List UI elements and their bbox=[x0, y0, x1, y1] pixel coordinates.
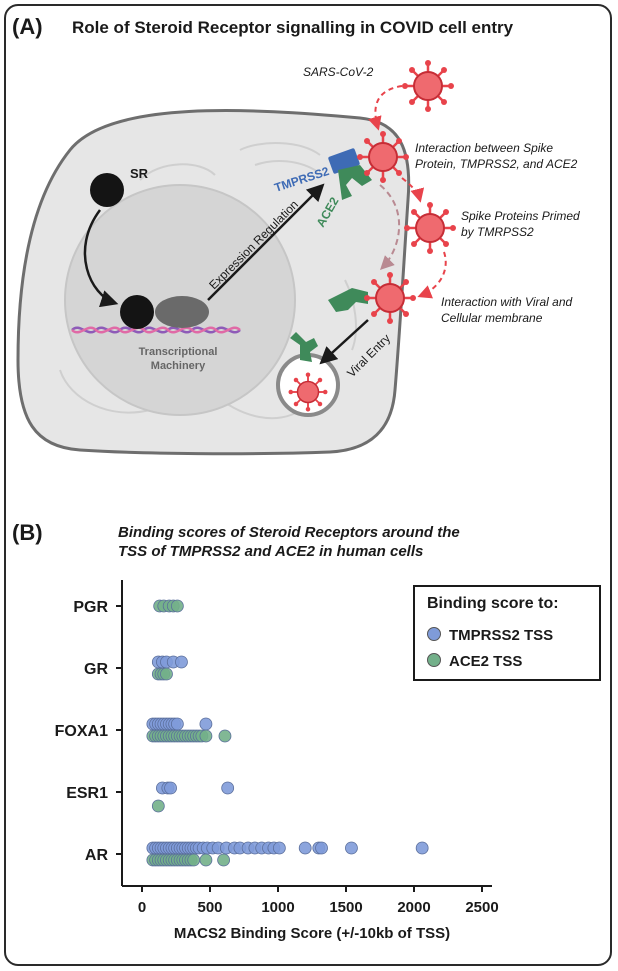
category-label-pgr: PGR bbox=[73, 599, 108, 616]
data-point-tmprss2-ar bbox=[345, 841, 358, 855]
step3-line2: Cellular membrane bbox=[441, 311, 543, 325]
data-point-tmprss2-ar bbox=[298, 841, 312, 855]
organelles bbox=[59, 142, 357, 420]
x-tick-label: 2000 bbox=[397, 899, 430, 916]
cell-entry-diagram: SR Transcriptional Machinery Expression … bbox=[16, 58, 580, 456]
panel-b-subtitle-2: TSS of TMPRSS2 and ACE2 in human cells bbox=[118, 543, 424, 560]
legend-title: Binding score to: bbox=[427, 595, 559, 612]
category-label-gr: GR bbox=[84, 661, 108, 678]
panel-b-label: (B) bbox=[12, 520, 43, 545]
data-point-tmprss2-gr bbox=[175, 655, 188, 669]
data-point-ace2-foxa1 bbox=[218, 729, 232, 743]
x-tick-label: 1000 bbox=[261, 899, 294, 916]
step3-line1: Interaction with Viral and bbox=[441, 295, 573, 309]
data-point-tmprss2-esr1 bbox=[164, 781, 177, 795]
sr-bound bbox=[120, 295, 154, 329]
category-label-ar: AR bbox=[85, 847, 109, 864]
data-point-ace2-gr bbox=[160, 667, 173, 681]
panel-a-title: Role of Steroid Receptor signalling in C… bbox=[72, 18, 514, 37]
category-label-esr1: ESR1 bbox=[66, 785, 108, 802]
dna-strand bbox=[71, 326, 241, 334]
data-point-ace2-ar bbox=[199, 853, 213, 867]
virus-primed bbox=[402, 200, 458, 256]
data-point-ace2-ar bbox=[187, 853, 201, 867]
step2-line1: Spike Proteins Primed bbox=[461, 209, 580, 223]
sars-cov-2-virus bbox=[400, 58, 456, 114]
data-point-ace2-pgr bbox=[170, 599, 184, 613]
legend-item-tmprss2: TMPRSS2 TSS bbox=[427, 627, 553, 644]
legend-label-tmprss2: TMPRSS2 TSS bbox=[449, 627, 554, 644]
machinery-label-1: Transcriptional bbox=[139, 346, 218, 358]
sr-molecule bbox=[90, 173, 124, 207]
step1-line2: Protein, TMPRSS2, and ACE2 bbox=[415, 157, 578, 171]
x-axis-label: MACS2 Binding Score (+/-10kb of TSS) bbox=[174, 925, 450, 942]
data-point-ace2-ar bbox=[217, 853, 231, 867]
data-point-tmprss2-foxa1 bbox=[170, 717, 184, 731]
data-point-ace2-esr1 bbox=[151, 799, 165, 813]
legend-swatch-tmprss2 bbox=[427, 627, 441, 641]
ace2-receptor-2 bbox=[328, 288, 368, 312]
sr-label: SR bbox=[130, 166, 149, 181]
chart-legend: Binding score to: TMPRSS2 TSS ACE2 TSS bbox=[413, 585, 601, 681]
x-tick-label: 2500 bbox=[465, 899, 498, 916]
data-point-ace2-foxa1 bbox=[199, 729, 213, 743]
data-point-tmprss2-foxa1 bbox=[199, 717, 213, 731]
transcriptional-machinery bbox=[155, 296, 209, 328]
x-tick-label: 0 bbox=[138, 899, 146, 916]
panel-a-label: (A) bbox=[12, 14, 43, 39]
data-point-tmprss2-ar bbox=[272, 841, 286, 855]
data-point-tmprss2-ar bbox=[415, 841, 429, 855]
ace2-receptor bbox=[338, 165, 372, 200]
category-label-foxa1: FOXA1 bbox=[55, 723, 108, 740]
panel-b-subtitle-1: Binding scores of Steroid Receptors arou… bbox=[118, 524, 460, 541]
step1-line1: Interaction between Spike bbox=[415, 141, 553, 155]
step2-line2: by TMRPSS2 bbox=[461, 225, 534, 239]
x-tick-label: 500 bbox=[197, 899, 222, 916]
legend-label-ace2: ACE2 TSS bbox=[449, 653, 523, 670]
data-point-tmprss2-ar bbox=[315, 841, 328, 855]
data-point-tmprss2-esr1 bbox=[221, 781, 235, 795]
legend-item-ace2: ACE2 TSS bbox=[427, 653, 522, 670]
x-tick-label: 1500 bbox=[329, 899, 362, 916]
legend-swatch-ace2 bbox=[427, 653, 441, 667]
virus-label: SARS-CoV-2 bbox=[303, 65, 374, 79]
machinery-label-2: Machinery bbox=[151, 360, 206, 372]
